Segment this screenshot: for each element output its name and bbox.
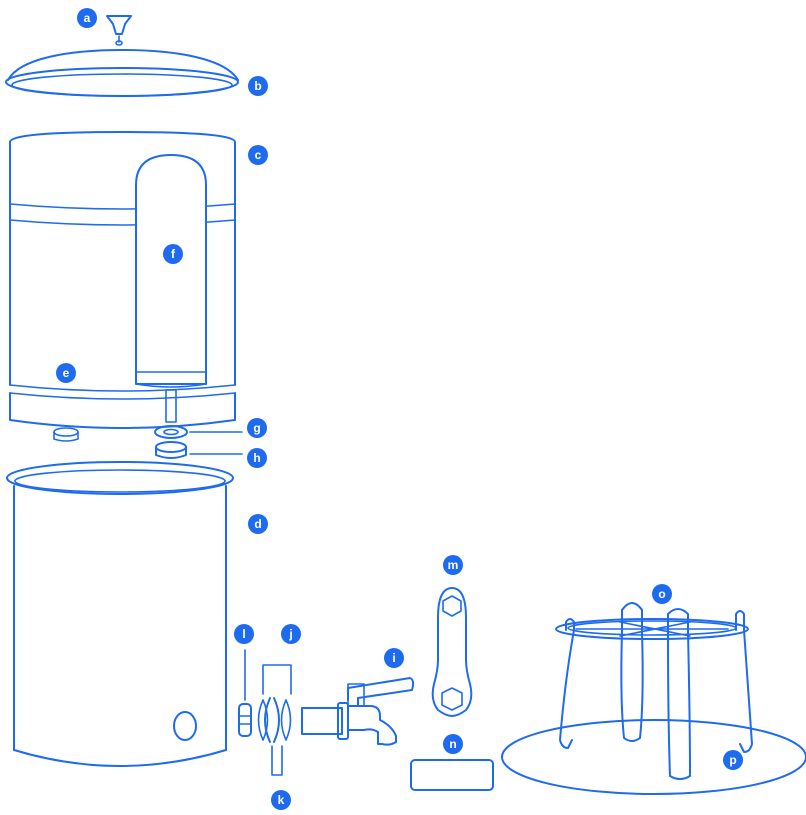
svg-text:c: c bbox=[255, 148, 262, 162]
filter-element bbox=[136, 155, 206, 422]
svg-text:p: p bbox=[729, 753, 736, 767]
label-k: k bbox=[271, 790, 291, 810]
label-g: g bbox=[247, 418, 267, 438]
wing-nut bbox=[156, 442, 242, 458]
base-plate bbox=[502, 720, 806, 794]
label-l: l bbox=[234, 624, 254, 644]
svg-text:e: e bbox=[63, 366, 70, 380]
water-tap bbox=[302, 678, 413, 745]
svg-text:l: l bbox=[242, 627, 245, 641]
label-e: e bbox=[56, 363, 76, 383]
svg-text:b: b bbox=[254, 79, 261, 93]
stand bbox=[556, 603, 752, 779]
svg-text:m: m bbox=[448, 558, 459, 572]
svg-text:o: o bbox=[658, 587, 665, 601]
svg-text:j: j bbox=[288, 627, 292, 641]
label-m: m bbox=[443, 555, 463, 575]
label-b: b bbox=[248, 76, 268, 96]
label-c: c bbox=[248, 145, 268, 165]
callout-labels: a b c d e f g h i j k l m n o p bbox=[56, 8, 743, 810]
tap-washers bbox=[259, 665, 292, 775]
svg-text:d: d bbox=[254, 517, 261, 531]
label-a: a bbox=[77, 8, 97, 28]
label-o: o bbox=[652, 584, 672, 604]
lid-knob bbox=[107, 16, 131, 45]
label-i: i bbox=[384, 648, 404, 668]
spanner bbox=[433, 588, 472, 716]
lower-chamber bbox=[7, 462, 233, 766]
lid bbox=[6, 50, 238, 96]
label-f: f bbox=[163, 244, 183, 264]
blanking-plug bbox=[54, 428, 78, 441]
washer bbox=[155, 426, 242, 438]
tap-nut bbox=[239, 650, 251, 736]
svg-text:a: a bbox=[84, 11, 91, 25]
label-n: n bbox=[443, 734, 463, 754]
label-h: h bbox=[247, 448, 267, 468]
svg-text:i: i bbox=[392, 651, 395, 665]
svg-text:n: n bbox=[449, 737, 456, 751]
label-j: j bbox=[281, 624, 301, 644]
svg-text:g: g bbox=[253, 421, 260, 435]
svg-text:h: h bbox=[253, 451, 260, 465]
svg-text:k: k bbox=[278, 793, 285, 807]
label-p: p bbox=[723, 750, 743, 770]
cleaning-pad bbox=[411, 760, 493, 790]
label-d: d bbox=[248, 514, 268, 534]
